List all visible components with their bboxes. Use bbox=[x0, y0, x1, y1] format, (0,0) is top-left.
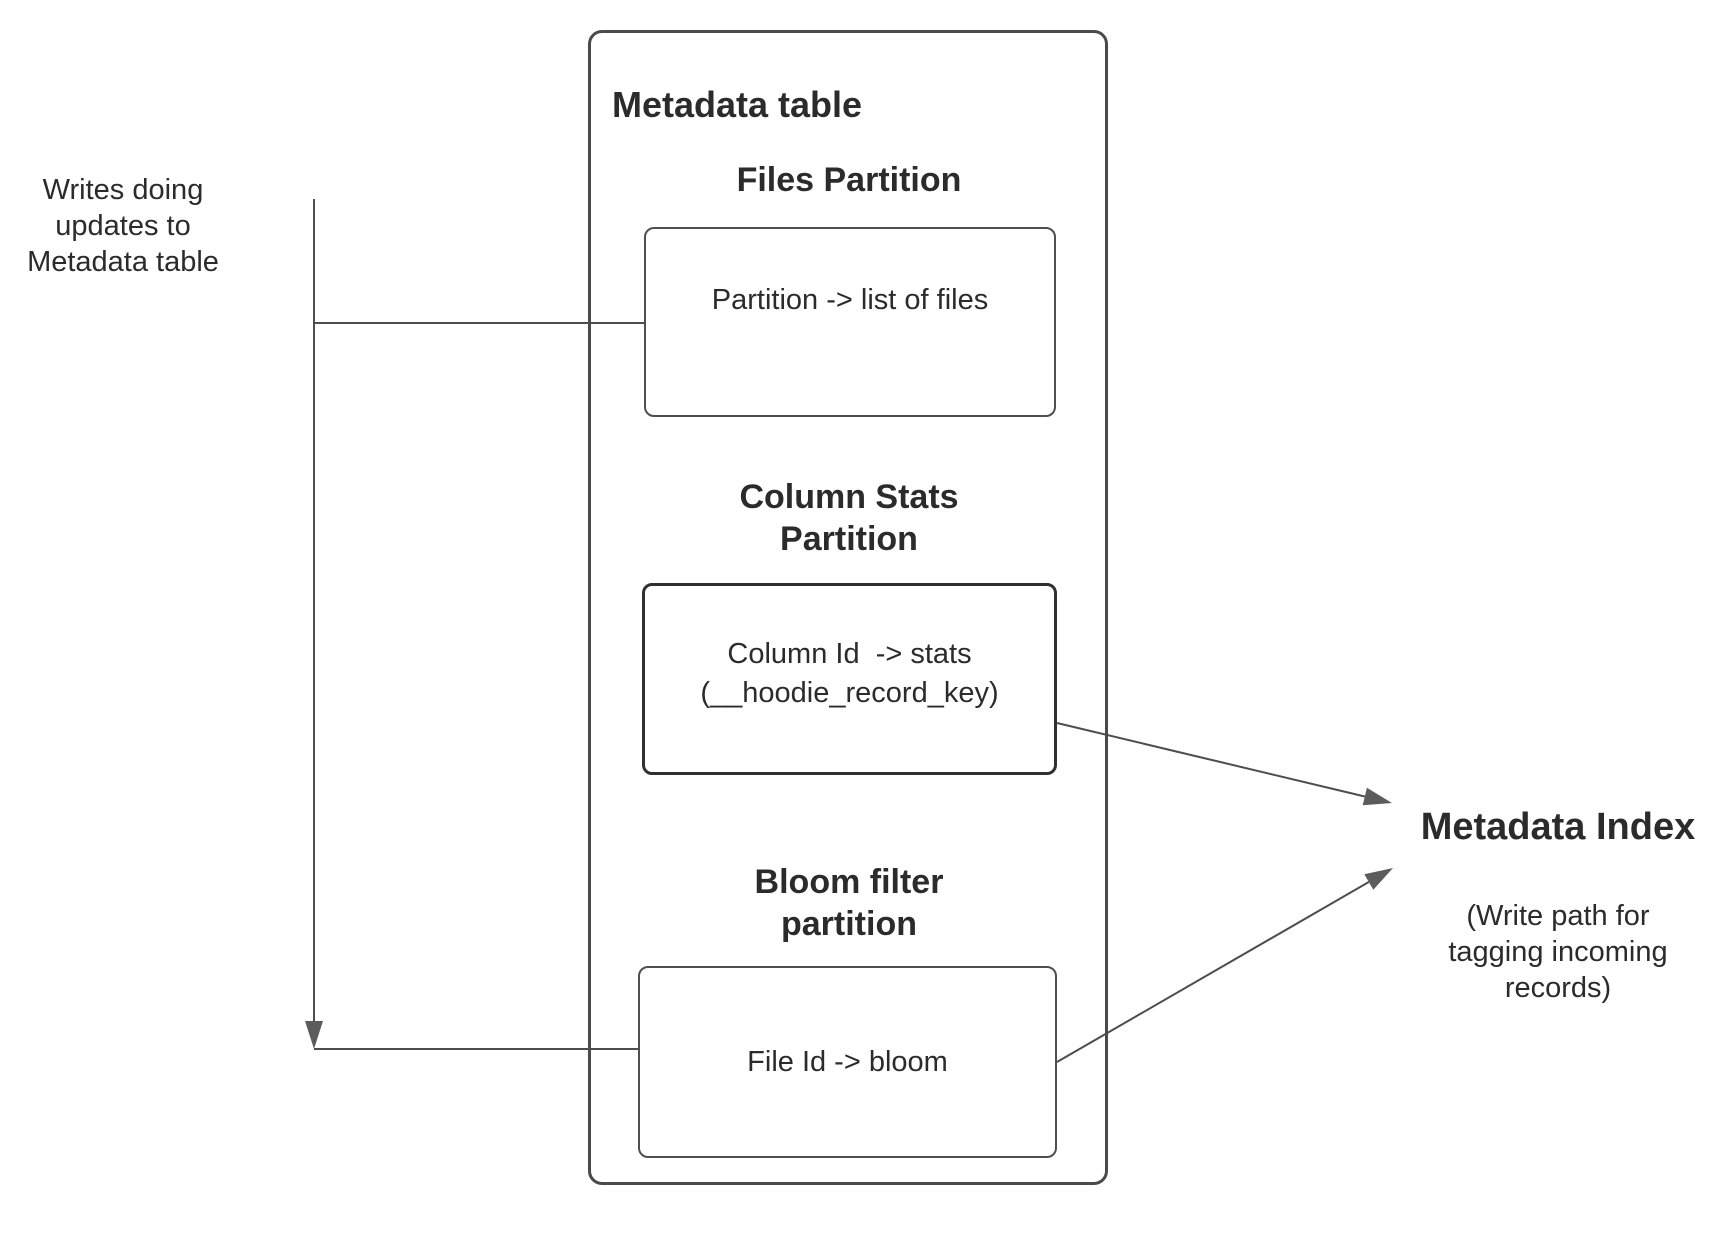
metadata-table-title: Metadata table bbox=[612, 84, 863, 125]
bloom-filter-partition-heading: Bloom filter partition bbox=[754, 863, 944, 943]
metadata-index-note: (Write path for tagging incoming records… bbox=[1448, 900, 1668, 1004]
metadata-table-container bbox=[588, 30, 1108, 1185]
bloom-filter-partition-box: File Id -> bloom bbox=[638, 966, 1057, 1158]
bloom-to-index-arrowhead-icon bbox=[1364, 868, 1393, 890]
column-stats-partition-box-text: Column Id -> stats (__hoodie_record_key) bbox=[700, 638, 999, 709]
files-partition-box: Partition -> list of files bbox=[644, 227, 1056, 417]
column-stats-partition-box: Column Id -> stats (__hoodie_record_key) bbox=[642, 583, 1057, 775]
files-partition-heading: Files Partition bbox=[736, 161, 962, 199]
files-partition-box-text: Partition -> list of files bbox=[711, 284, 989, 316]
column-stats-partition-heading: Column Stats Partition bbox=[739, 478, 959, 558]
writes-down-arrowhead-icon bbox=[305, 1021, 323, 1049]
metadata-index-title: Metadata Index bbox=[1420, 806, 1696, 848]
column-stats-to-index-arrowhead-icon bbox=[1362, 787, 1392, 806]
bloom-filter-partition-box-text: File Id -> bloom bbox=[747, 1045, 948, 1078]
writes-updates-note: Writes doing updates to Metadata table bbox=[27, 174, 219, 278]
